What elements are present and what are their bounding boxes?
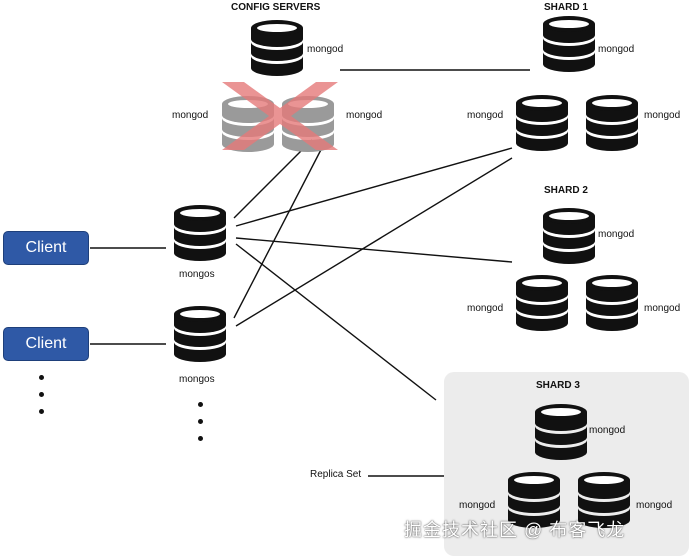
shard2-title: SHARD 2 [544,185,588,196]
link-mongos2-shard1 [235,157,513,327]
shard2-secondary-a-label: mongod [467,303,504,314]
shard3-primary-label: mongod [589,425,626,436]
shard3-secondary-a-label: mongod [459,500,496,511]
connection-lines [90,69,530,477]
shard2-secondary-b-database-icon [586,275,638,331]
shard2-secondary-a-database-icon [516,275,568,331]
link-mongos1-config [233,139,313,219]
mongos1-database-icon [174,205,226,261]
shard2-primary-label: mongod [598,229,635,240]
replica-set-label: Replica Set [310,469,362,480]
link-mongos2-config [233,139,327,319]
config-server-2-failed [222,82,338,152]
link-mongos1-shard1 [235,147,513,227]
mongos2-label: mongos [179,374,215,385]
shard1-primary-label: mongod [598,44,635,55]
mongos-ellipsis-dot [198,402,203,407]
failed-cross-icon [222,82,338,150]
shard1-title: SHARD 1 [544,2,588,13]
shard1-secondary-b-label: mongod [644,110,681,121]
clients-ellipsis-dot [39,375,44,380]
shard1-secondary-a-label: mongod [467,110,504,121]
shard3-primary-database-icon [535,404,587,460]
mongos1-label: mongos [179,269,215,280]
config-servers-title: CONFIG SERVERS [231,2,321,13]
link-mongos1-shard3 [235,243,437,401]
config-server-1-database-icon [251,20,303,76]
shard1-primary-database-icon [543,16,595,72]
shard3-title: SHARD 3 [536,380,580,391]
shard3-secondary-b-label: mongod [636,500,673,511]
shard1-secondary-a-database-icon [516,95,568,151]
config-server-1-label: mongod [307,44,344,55]
shard2-secondary-b-label: mongod [644,303,681,314]
config-server-3-label: mongod [346,110,383,121]
shard2-primary-database-icon [543,208,595,264]
mongos-ellipsis-dot [198,419,203,424]
config-server-2-label: mongod [172,110,209,121]
clients-ellipsis-dot [39,409,44,414]
clients-ellipsis-dot [39,392,44,397]
mongos2-database-icon [174,306,226,362]
shard3-highlight-panel [444,372,689,556]
link-mongos1-shard2 [235,237,513,263]
source-watermark: 掘金技术社区 @ 布客飞龙 [404,520,626,540]
client-1-box: Client [3,231,89,265]
mongos-ellipsis-dot [198,436,203,441]
shard1-secondary-b-database-icon [586,95,638,151]
client-2-box: Client [3,327,89,361]
